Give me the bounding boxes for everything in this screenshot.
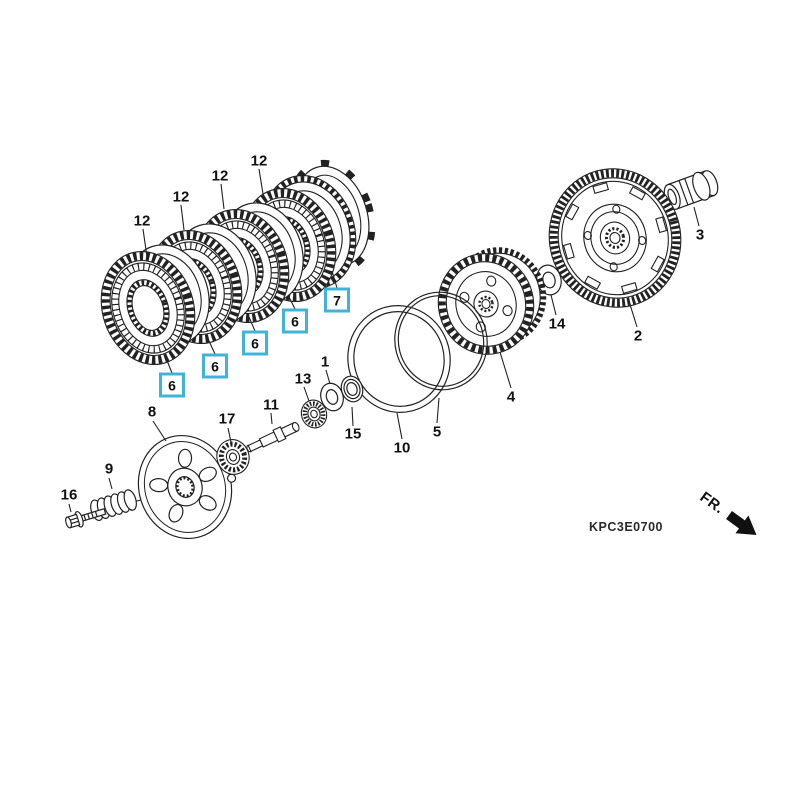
part-4-drawing <box>437 247 547 355</box>
callout-17: 17 <box>218 410 236 428</box>
callout-12-1: 12 <box>133 212 151 230</box>
callout-6-2: 6 <box>202 353 228 379</box>
front-direction-arrow <box>726 510 757 535</box>
part-11-drawing <box>246 422 300 453</box>
callout-16: 16 <box>60 486 78 504</box>
callout-9: 9 <box>104 460 114 478</box>
callout-3: 3 <box>695 226 705 244</box>
part-2-drawing <box>548 168 682 308</box>
callout-6-1: 6 <box>159 372 185 398</box>
callout-14: 14 <box>548 315 566 333</box>
callout-6-4: 6 <box>282 308 308 334</box>
callout-5: 5 <box>432 423 442 441</box>
diagram-code: KPC3E0700 <box>589 520 663 534</box>
part-10-drawing <box>347 305 451 413</box>
part-13-drawing <box>300 399 328 429</box>
callout-12-3: 12 <box>211 167 229 185</box>
callout-15: 15 <box>344 425 362 443</box>
callout-12-4: 12 <box>250 152 268 170</box>
part-16-drawing <box>65 507 107 529</box>
callout-2: 2 <box>633 327 643 345</box>
callout-6-3: 6 <box>242 330 268 356</box>
callout-12-2: 12 <box>172 188 190 206</box>
leader-lines <box>68 168 700 513</box>
part-5-drawing <box>394 291 488 391</box>
part-1-drawing <box>320 382 344 412</box>
part-17-drawing <box>216 439 250 475</box>
callout-13: 13 <box>294 370 312 388</box>
callout-10: 10 <box>393 439 411 457</box>
callout-11: 11 <box>263 396 279 414</box>
callout-8: 8 <box>147 403 157 421</box>
callout-4: 4 <box>506 388 516 406</box>
callout-7: 7 <box>324 287 350 313</box>
part-15-drawing <box>340 375 364 403</box>
callout-1: 1 <box>320 353 330 371</box>
part-3-drawing <box>663 170 719 210</box>
part-8-drawing <box>137 434 237 540</box>
